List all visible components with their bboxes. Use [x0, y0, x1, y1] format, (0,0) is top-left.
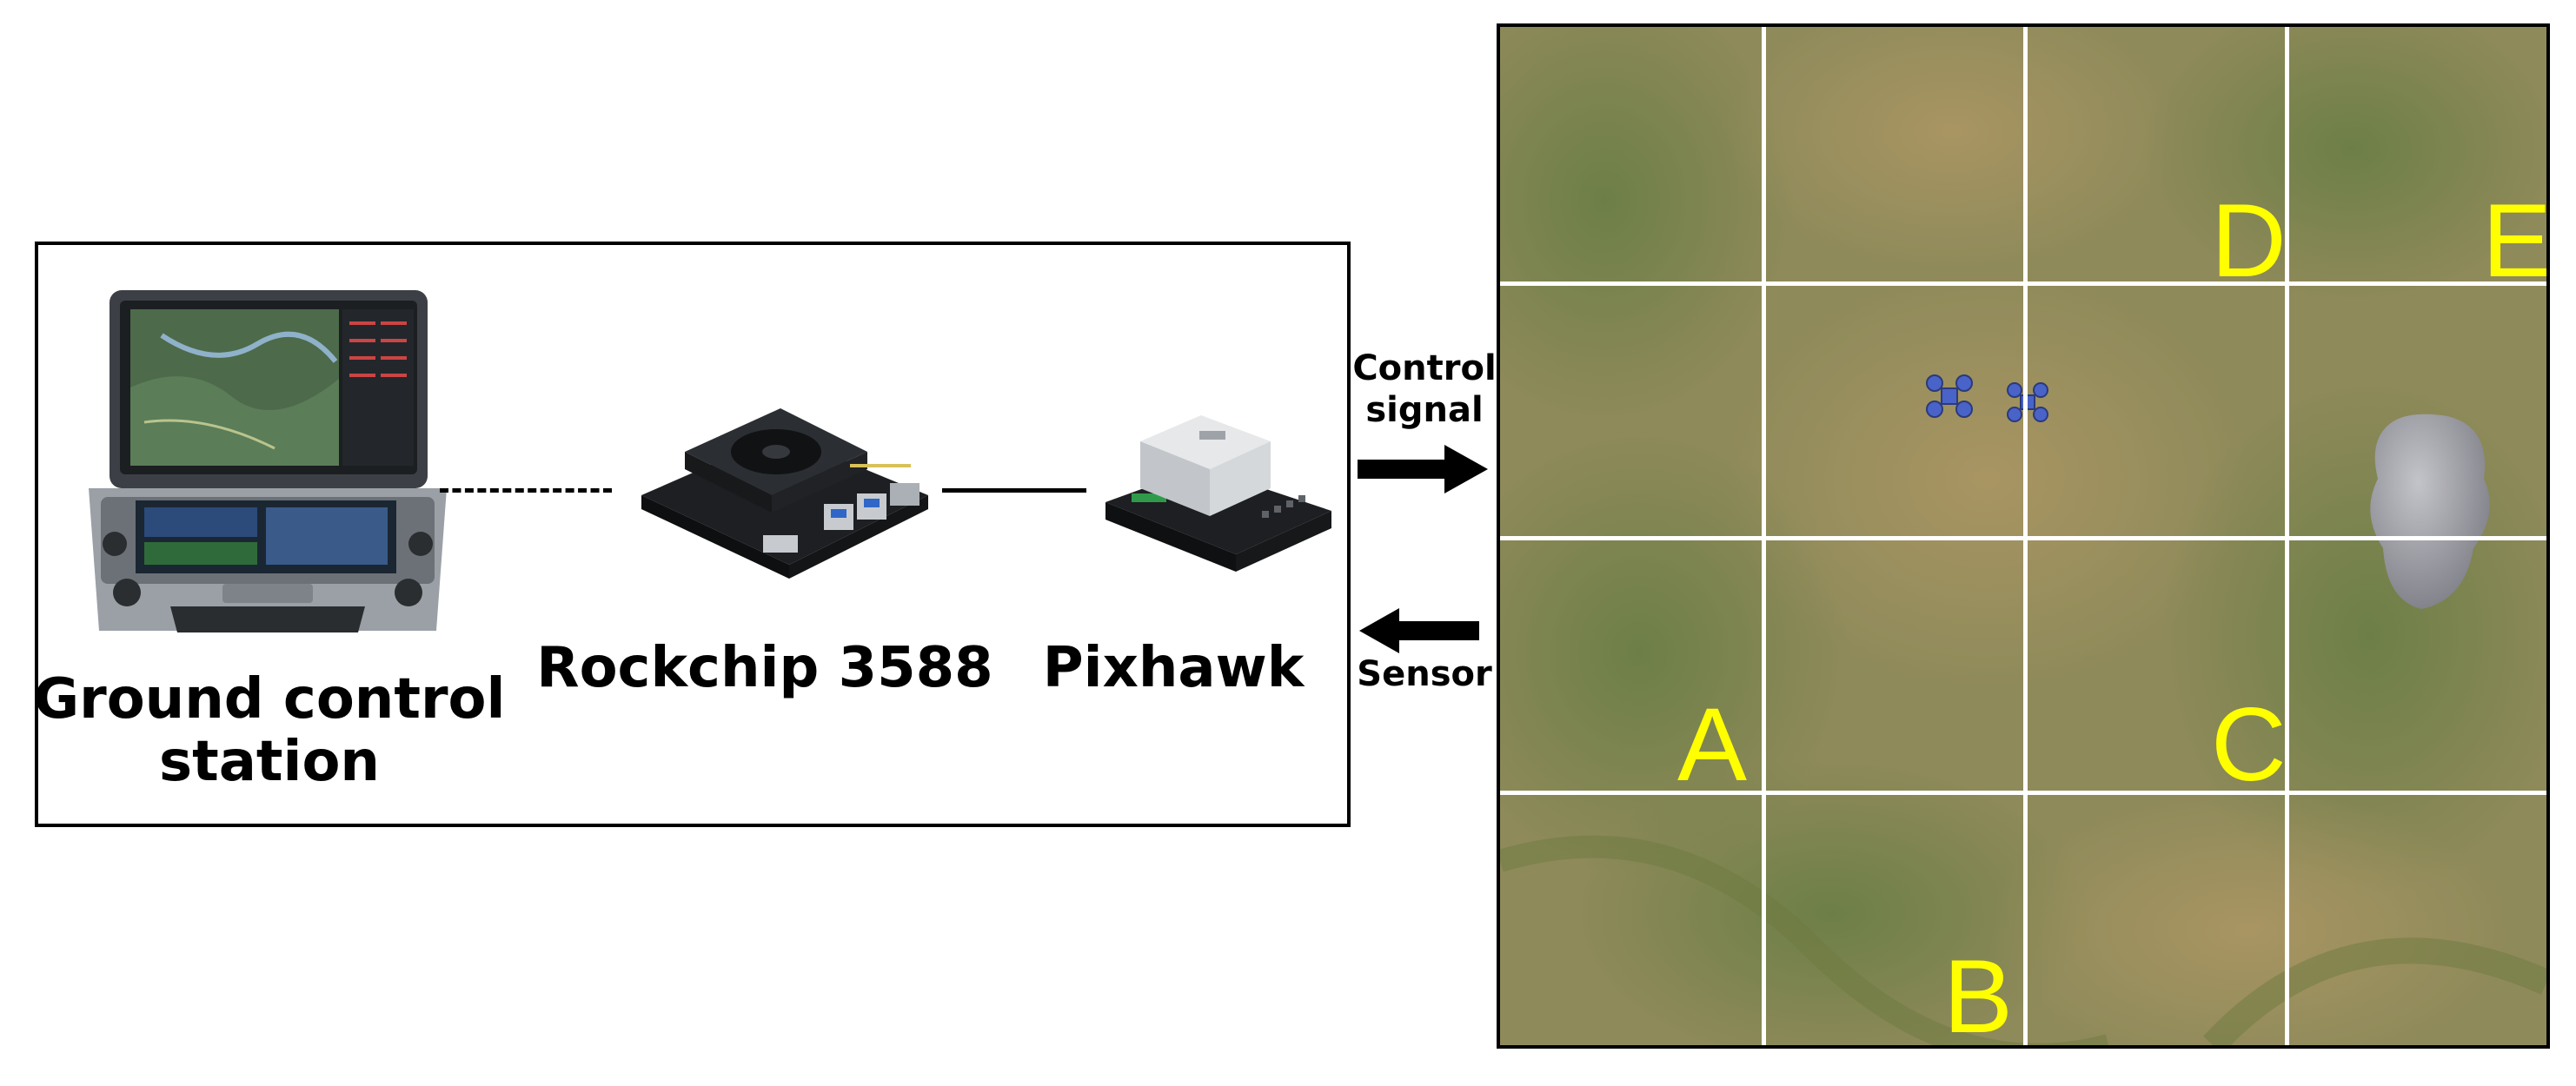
zone-label-a: A [1677, 686, 1748, 803]
aerial-map: A B C D E [1497, 23, 2550, 1049]
zone-label-c: C [2211, 686, 2287, 803]
rockchip-board-icon [641, 408, 928, 579]
zone-label-e: E [2482, 182, 2550, 299]
sensor-label: Sensor [1357, 654, 1492, 694]
left-arrow-icon [1359, 608, 1479, 653]
rockchip-label: Rockchip 3588 [536, 636, 993, 700]
grid-line-horizontal [1500, 281, 2546, 286]
grid-line-horizontal [1500, 536, 2546, 540]
ground-control-station-label: Ground control station [33, 667, 506, 794]
zone-label-d: D [2211, 182, 2287, 299]
pixhawk-label: Pixhawk [1042, 636, 1305, 700]
right-arrow-icon [1358, 445, 1488, 493]
dashed-connection-line [440, 488, 612, 493]
solid-connection-line [942, 488, 1086, 493]
control-signal-label: Control signal [1352, 348, 1497, 430]
pixhawk-icon [1105, 415, 1331, 572]
zone-label-b: B [1943, 938, 2014, 1049]
grid-line-horizontal [1500, 791, 2546, 795]
ground-control-station-icon [89, 290, 447, 632]
